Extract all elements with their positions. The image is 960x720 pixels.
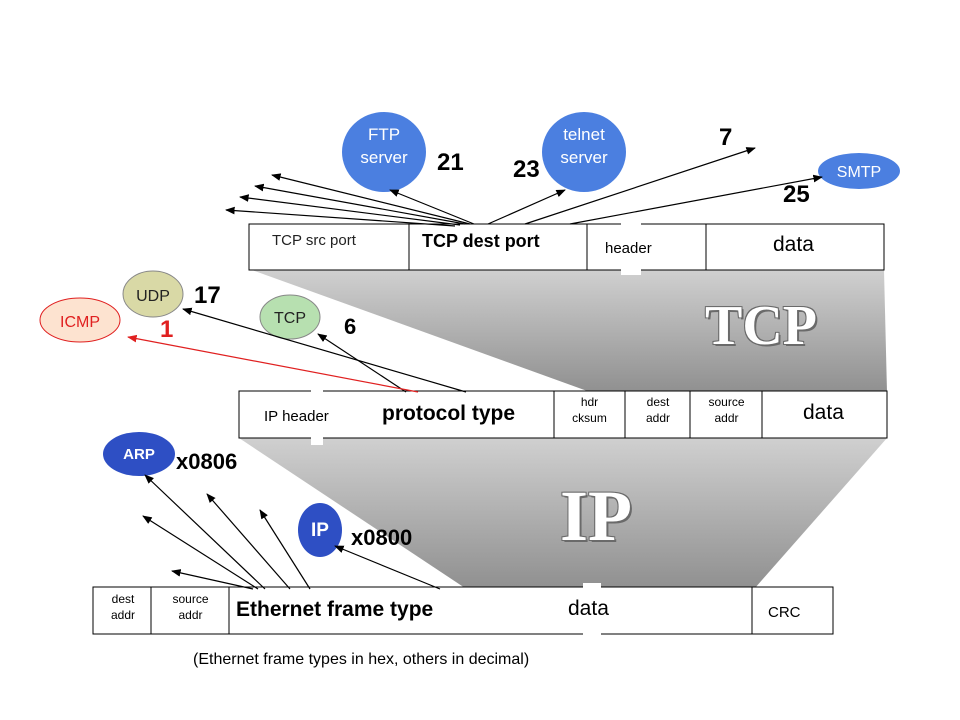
telnet-server-label: telnet server [542, 124, 626, 170]
ip-source-addr-label: source addr [693, 394, 760, 426]
eth-dest-addr-label: dest addr [96, 591, 150, 623]
ethernet-frame-box [92, 586, 834, 635]
echo-port-number: 7 [719, 124, 733, 151]
arp-label: ARP [123, 446, 155, 463]
smtp-label: SMTP [836, 164, 882, 181]
ftp-server-line-1: FTP [367, 125, 401, 144]
ethernet-frame-type-label: Ethernet frame type [236, 598, 434, 621]
ip-source-addr-line-1: source [708, 395, 745, 409]
tcp-segment-box [248, 223, 885, 271]
hdr-cksum-line-1: hdr [580, 395, 599, 409]
telnet-server-ellipse [542, 112, 626, 192]
eth-dest-addr-line-1: dest [111, 592, 135, 606]
icmp-arrow [127, 334, 419, 393]
ip-ellipse [298, 503, 342, 557]
ip-datagram-box [238, 390, 888, 439]
eth-source-addr-line-2: addr [178, 608, 203, 623]
ip-protocol-arrows [182, 307, 467, 393]
tcp-label: TCP [274, 310, 306, 327]
eth-dest-addr-line-2: addr [110, 608, 136, 623]
ip-ethertype-code: x0800 [351, 525, 413, 550]
ip-data-label: data [803, 401, 844, 424]
telnet-port-number: 23 [513, 156, 540, 183]
tcp-header-label: header [605, 240, 652, 257]
ftp-server-line-2: server [360, 147, 408, 167]
arp-ellipse [103, 432, 175, 476]
crc-label: CRC [768, 604, 801, 621]
telnet-server-line-2: server [560, 147, 608, 167]
icmp-ellipse [39, 297, 121, 343]
ip-dest-addr-label: dest addr [628, 394, 688, 426]
ip-dest-addr-line-2: addr [645, 411, 671, 426]
caption: (Ethernet frame types in hex, others in … [193, 651, 530, 668]
tcp-ellipse [259, 294, 321, 340]
arp-ethertype-code: x0806 [176, 449, 238, 474]
hdr-cksum-label: hdr cksum [557, 394, 622, 426]
ftp-server-ellipse [342, 112, 426, 192]
ip-header-label: IP header [264, 408, 329, 425]
ip-dest-addr-line-1: dest [646, 395, 670, 409]
ip-encapsulation-trapezoid [239, 438, 887, 588]
eth-source-addr-label: source addr [154, 591, 227, 623]
udp-label: UDP [136, 288, 170, 305]
telnet-server-line-1: telnet [563, 125, 605, 144]
smtp-ellipse [818, 153, 900, 189]
ftp-server-label: FTP server [342, 124, 426, 170]
tcp-protocol-number: 6 [344, 314, 357, 339]
icmp-protocol-number: 1 [160, 316, 174, 343]
ip-layer-watermark: IP [560, 476, 632, 556]
protocol-type-label: protocol type [382, 402, 516, 425]
tcp-port-arrows [225, 147, 823, 227]
udp-protocol-number: 17 [194, 282, 221, 309]
ip-label: IP [311, 520, 329, 541]
udp-ellipse [122, 270, 184, 318]
tcp-dest-port-label: TCP dest port [422, 231, 540, 251]
tcp-layer-watermark: TCP [705, 295, 817, 357]
ftp-port-number: 21 [437, 149, 464, 176]
icmp-label: ICMP [60, 314, 100, 331]
eth-source-addr-line-1: source [172, 592, 209, 606]
tcp-data-label: data [773, 233, 814, 256]
ip-source-addr-line-2: addr [714, 411, 739, 426]
ethernet-data-label: data [568, 597, 609, 620]
tcp-src-port-label: TCP src port [272, 232, 356, 249]
smtp-port-number: 25 [783, 181, 810, 208]
tcp-encapsulation-trapezoid [252, 270, 887, 392]
hdr-cksum-line-2: cksum [572, 411, 607, 426]
ethertype-arrows [142, 474, 441, 590]
